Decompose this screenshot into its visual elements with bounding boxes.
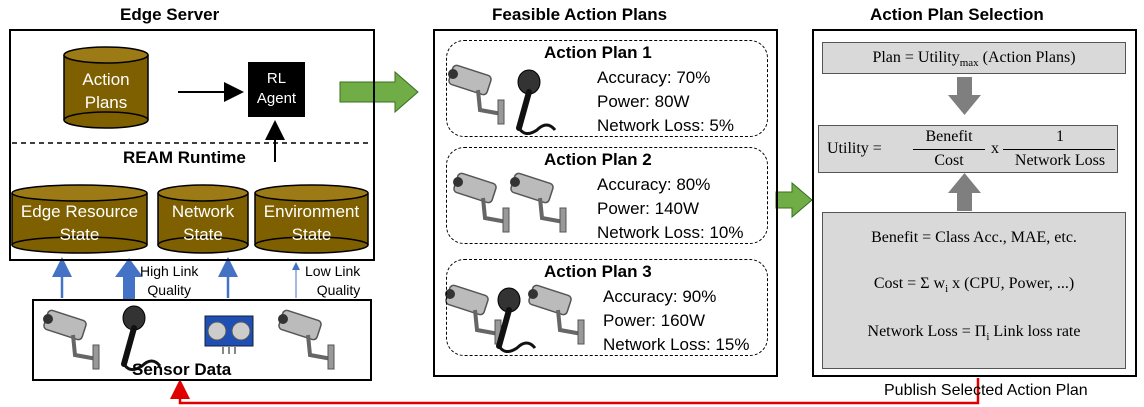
plan-1-network-loss: Network Loss: 5%	[597, 116, 734, 135]
utility-formula-box: Utility = Benefit Cost x 1 Network Loss	[818, 125, 1118, 173]
green-arrow-edge-to-plans	[339, 70, 419, 114]
plan-1-power: Power: 80W	[597, 92, 690, 111]
benefit-definition: Benefit = Class Acc., MAE, etc.	[871, 229, 1077, 246]
plan-3-power: Power: 160W	[603, 311, 706, 330]
action-plan-2[interactable]	[446, 147, 768, 244]
plan-1-title: Action Plan 1	[544, 43, 652, 62]
sensor-data-panel	[32, 299, 372, 381]
plan-2-power: Power: 140W	[597, 199, 700, 218]
plan-3-network-loss: Network Loss: 15%	[603, 335, 750, 354]
plan-3-title: Action Plan 3	[544, 262, 652, 281]
selection-panel	[812, 29, 1137, 377]
plan-formula-box: Plan = Utilitymax (Action Plans)	[822, 42, 1126, 74]
network-state-cylinder	[157, 184, 249, 254]
network-loss-definition: Network Loss = Πi Link loss rate	[867, 323, 1081, 344]
green-arrow-plans-to-selection	[775, 181, 813, 219]
environment-state-cylinder	[254, 184, 369, 254]
plan-1-accuracy: Accuracy: 70%	[597, 68, 711, 87]
action-plan-3[interactable]	[446, 259, 768, 356]
grey-arrow-down	[948, 77, 981, 115]
publish-label: Publish Selected Action Plan	[884, 382, 1088, 399]
ream-runtime-label: REAM Runtime	[123, 148, 246, 167]
plan-2-network-loss: Network Loss: 10%	[597, 223, 744, 242]
edge-server-panel	[9, 29, 375, 261]
sensor-data-label: Sensor Data	[132, 360, 232, 379]
action-plan-1[interactable]	[446, 40, 768, 137]
cost-definition: Cost = Σ wi x (CPU, Power, ...)	[873, 275, 1075, 296]
selection-title: Action Plan Selection	[870, 5, 1044, 24]
definitions-box: Benefit = Class Acc., MAE, etc. Cost = Σ…	[822, 212, 1126, 369]
feasible-panel	[433, 29, 778, 377]
plan-2-accuracy: Accuracy: 80%	[597, 175, 711, 194]
publish-feedback-line	[170, 378, 980, 405]
high-link-arrow	[115, 258, 143, 299]
action-plans-cylinder	[63, 46, 149, 129]
plan-3-accuracy: Accuracy: 90%	[603, 287, 717, 306]
grey-arrow-up	[948, 173, 981, 211]
edge-server-title: Edge Server	[120, 5, 220, 24]
edge-resource-cylinder	[11, 184, 148, 254]
plan-2-title: Action Plan 2	[544, 150, 652, 169]
feasible-title: Feasible Action Plans	[492, 5, 668, 24]
